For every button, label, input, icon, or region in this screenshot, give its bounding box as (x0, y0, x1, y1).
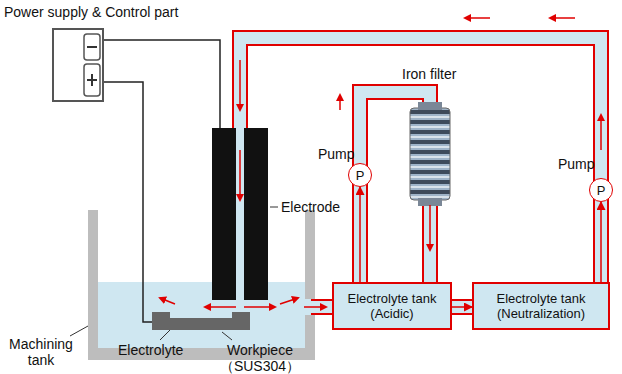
part-label: Electrode (281, 199, 340, 215)
heading: Power supply & Control part (4, 4, 178, 20)
flow-connector (600, 202, 602, 282)
tank-label: Electrolyte tank (Acidic) (338, 291, 446, 321)
part-label: Pump (558, 156, 595, 172)
part-label: Machining tank (4, 336, 78, 368)
pipes (240, 38, 601, 315)
part-label: Pump (318, 146, 355, 162)
part-label: Iron filter (402, 66, 456, 82)
power-supply-box: Power supply & Control part (52, 28, 104, 102)
wires (104, 40, 220, 322)
iron-filter (410, 102, 450, 206)
machining-tank (88, 210, 315, 360)
pump-symbol: P (348, 163, 372, 187)
flow-arrows (160, 18, 601, 307)
pump-letter: P (597, 183, 606, 198)
workpiece (152, 312, 250, 330)
part-label: Electrolyte (118, 342, 183, 358)
leader-lines (70, 207, 278, 340)
electrolyte-tank: Electrolyte tank (Neutralization) (472, 282, 610, 330)
electrolyte-bath (98, 282, 305, 348)
electrode (212, 128, 236, 300)
polarity-symbols (54, 30, 102, 100)
pump-letter: P (356, 168, 365, 183)
pump-symbol: P (589, 178, 613, 202)
electrode (244, 128, 268, 300)
part-label: Workpiece （SUS304） (200, 342, 320, 374)
tank-label: Electrolyte tank (Neutralization) (478, 291, 604, 321)
flow-connector (452, 306, 472, 308)
flow-connector (359, 187, 361, 282)
electrolyte-tank: Electrolyte tank (Acidic) (332, 282, 452, 330)
